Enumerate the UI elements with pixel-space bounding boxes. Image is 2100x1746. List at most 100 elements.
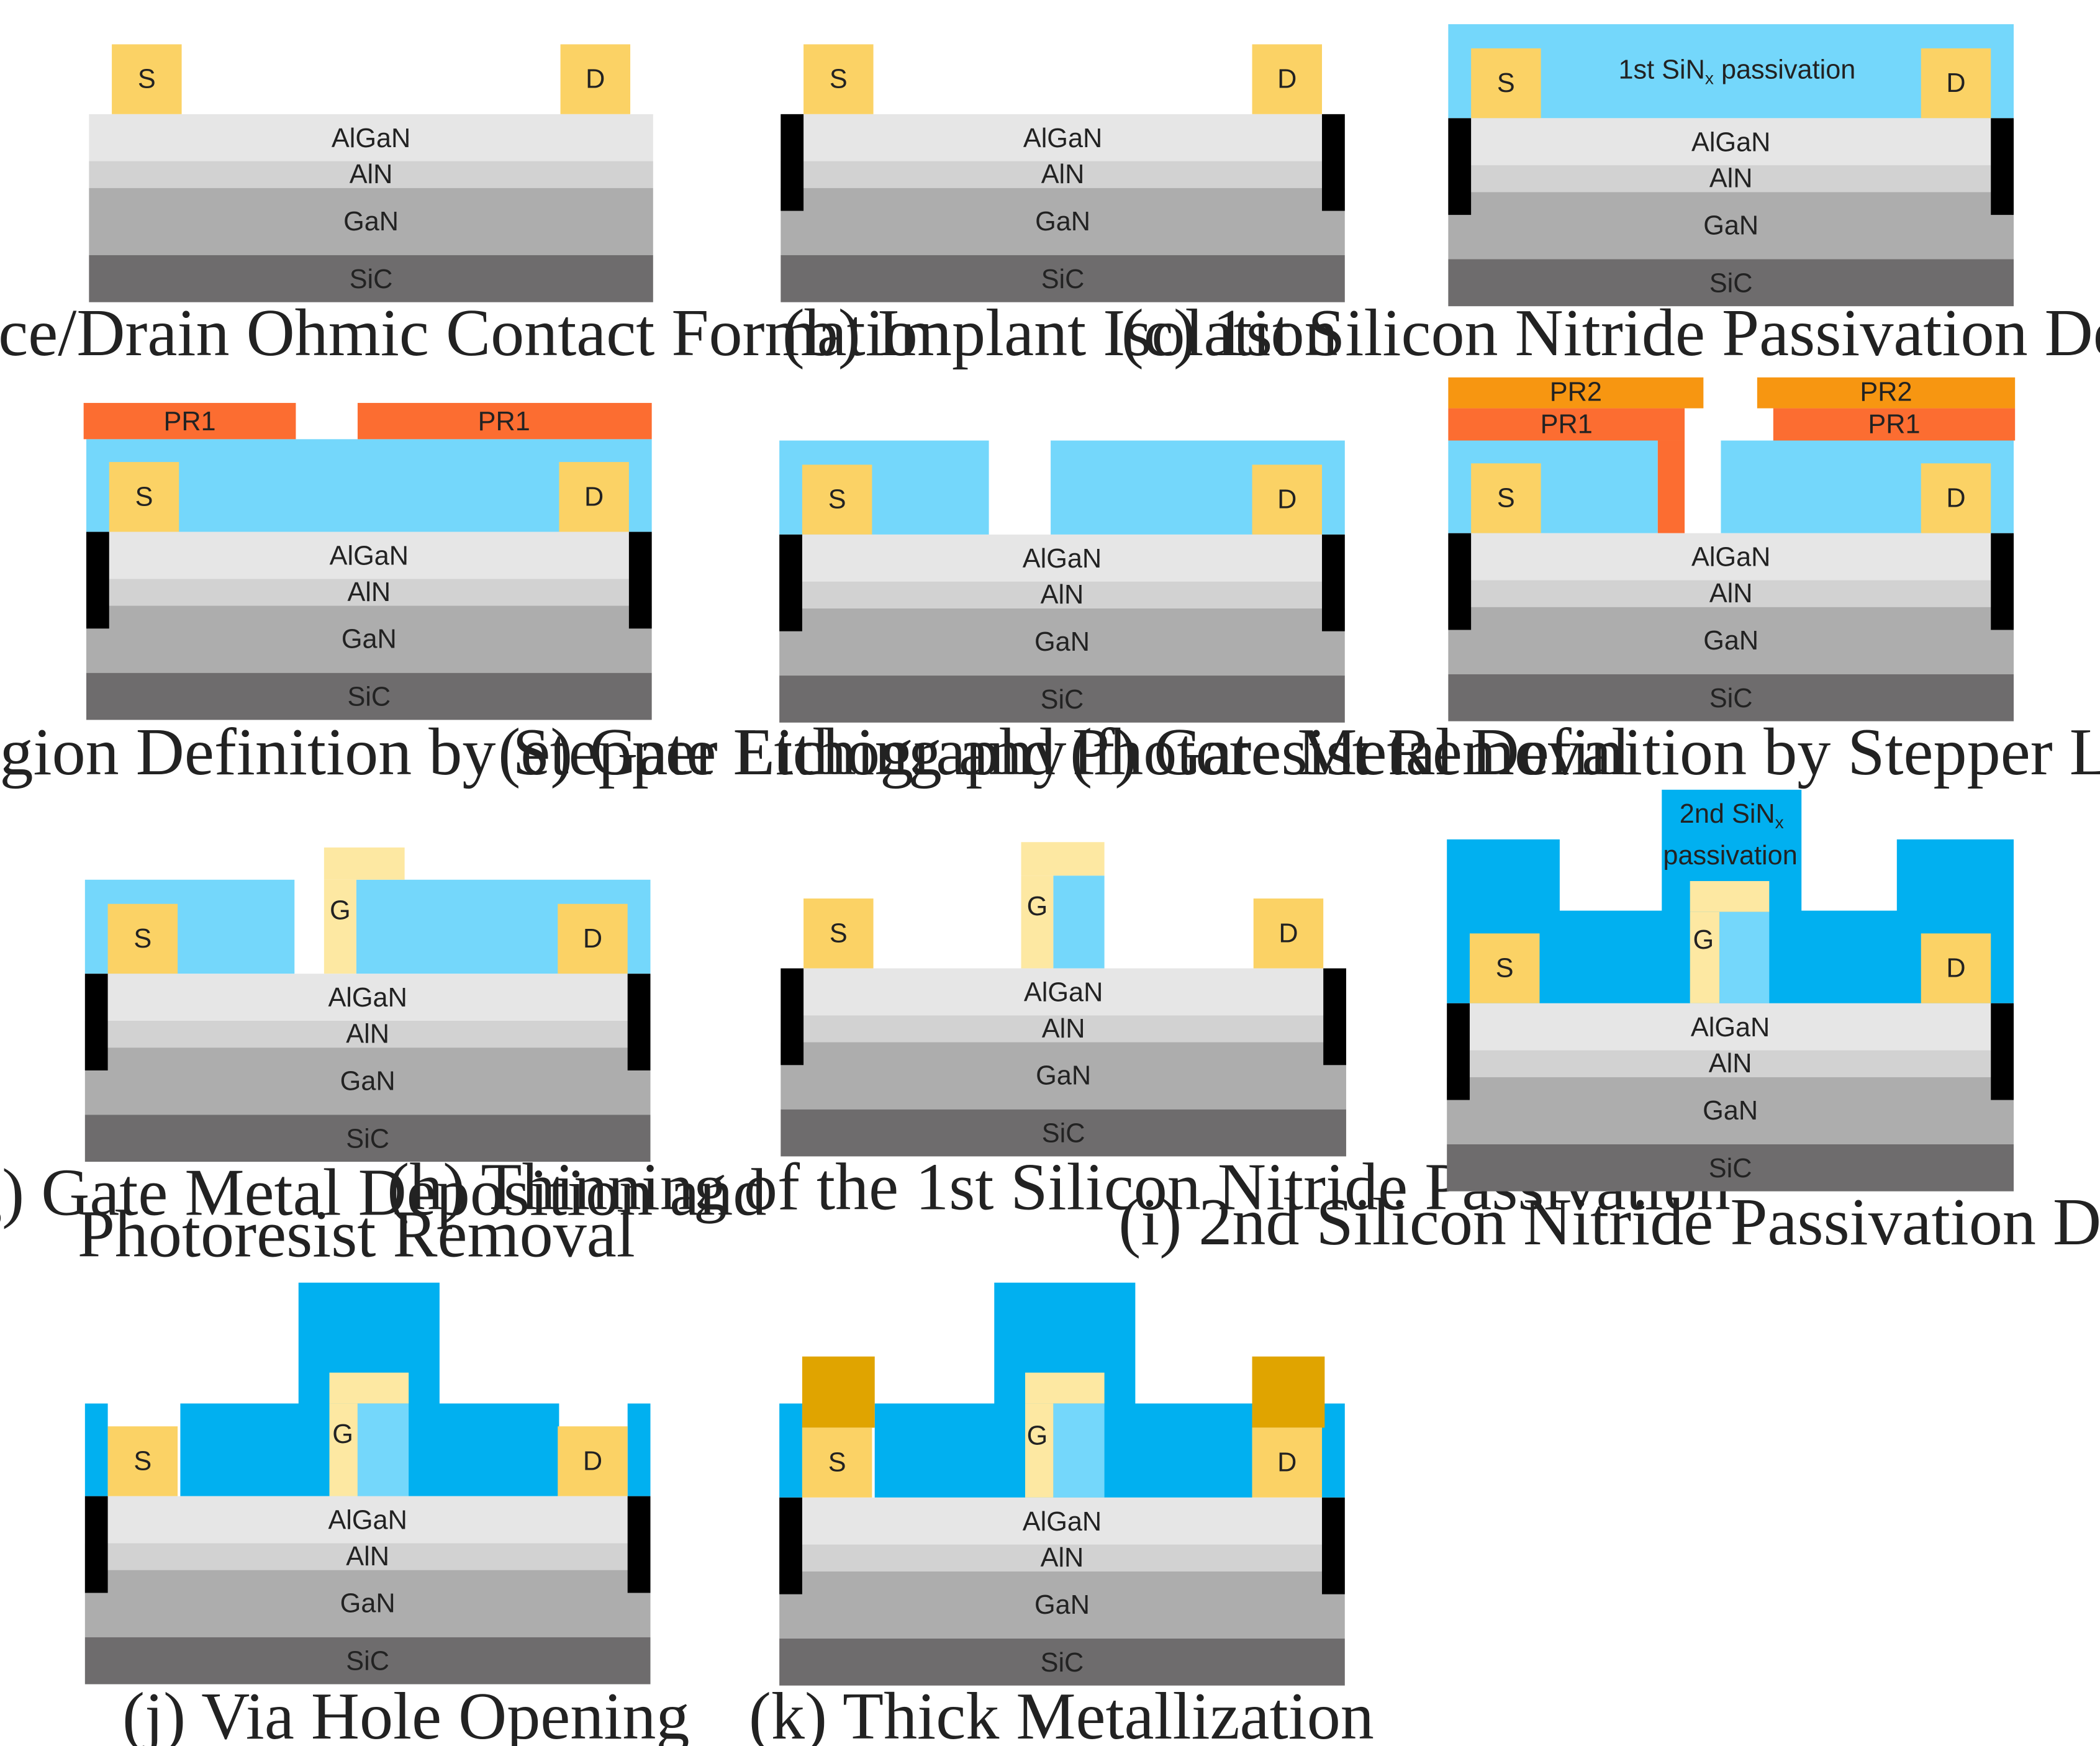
algan-label: AlGaN — [1023, 544, 1102, 574]
gan-label: GaN — [343, 207, 399, 237]
aln-label: AlN — [1041, 580, 1084, 610]
gan-layer — [86, 605, 652, 673]
algan-layer — [1448, 533, 2014, 581]
sinx-edge-right — [627, 1403, 651, 1496]
photoresist-pr2-left — [1448, 377, 1704, 409]
source-label: S — [830, 918, 848, 948]
drain-label: D — [1946, 68, 1965, 98]
sic-layer — [779, 676, 1345, 723]
pr1-label-right: PR1 — [478, 407, 530, 436]
photoresist-pr1-right — [357, 402, 652, 440]
drain-contact — [558, 1426, 628, 1496]
drain-contact — [559, 462, 629, 532]
aln-layer — [89, 161, 653, 188]
aln-label: AlN — [1709, 1049, 1752, 1079]
sic-label: SiC — [1709, 268, 1753, 298]
algan-layer — [1447, 1003, 2014, 1051]
passivation-label-2nd: 2nd SiNx — [1680, 799, 1784, 831]
isolation-implant-right — [1322, 114, 1345, 211]
aln-layer — [779, 1544, 1345, 1572]
gate-stem — [1025, 1403, 1054, 1498]
aln-label: AlN — [350, 160, 393, 189]
aln-label: AlN — [1042, 1014, 1085, 1044]
source-contact — [1471, 48, 1541, 119]
algan-layer — [781, 114, 1345, 161]
gan-label: GaN — [340, 1589, 396, 1619]
sic-layer — [86, 672, 652, 720]
algan-label: AlGaN — [332, 124, 410, 153]
sic-layer — [84, 1115, 651, 1162]
gan-label: GaN — [1036, 1061, 1091, 1091]
isolation-implant-left — [779, 534, 802, 631]
sic-label: SiC — [347, 682, 391, 712]
sinx-passivation-1st-remaining — [1053, 1403, 1105, 1498]
gate-head — [324, 847, 405, 880]
sic-layer — [779, 1638, 1345, 1686]
isolation-implant-right — [628, 531, 652, 629]
source-label: S — [134, 1446, 152, 1476]
algan-layer — [781, 968, 1346, 1016]
aln-label: AlN — [346, 1542, 389, 1572]
drain-label: D — [1946, 954, 1965, 984]
step-a-caption: (a) Source/Drain Ohmic Contact Formation — [0, 296, 951, 370]
aln-label: AlN — [1709, 579, 1753, 608]
drain-contact — [1921, 48, 1991, 119]
sic-label: SiC — [1041, 1648, 1084, 1678]
aln-layer — [86, 579, 652, 606]
aln-layer — [781, 1015, 1346, 1043]
passivation-label-2nd-line2: passivation — [1663, 841, 1797, 871]
isolation-implant-right — [627, 1496, 651, 1593]
drain-label: D — [1279, 918, 1298, 948]
gate-stem — [1021, 875, 1054, 969]
drain-contact — [1252, 1427, 1323, 1498]
algan-label: AlGaN — [328, 1506, 407, 1536]
source-contact — [803, 898, 874, 969]
sinx-passivation-1st-remaining — [1719, 911, 1770, 1003]
isolation-implant-left — [781, 114, 804, 211]
sinx-edge-right — [1322, 1403, 1345, 1498]
passivation-label-1st: 1st SiNx passivation — [1618, 55, 1855, 87]
gate-label: G — [1693, 925, 1714, 955]
gate-head — [1690, 880, 1770, 912]
isolation-implant-right — [1322, 1497, 1345, 1594]
gan-layer — [779, 608, 1345, 676]
drain-label: D — [583, 924, 602, 954]
source-contact — [112, 44, 182, 114]
gate-stem — [329, 1403, 358, 1496]
sic-label: SiC — [1041, 685, 1084, 715]
gate-head — [329, 1372, 409, 1404]
aln-label: AlN — [1709, 164, 1753, 194]
step-g-caption: Photoresist Removal — [78, 1197, 635, 1271]
sic-layer — [781, 255, 1345, 302]
algan-label: AlGaN — [330, 541, 409, 571]
gan-label: GaN — [1703, 1096, 1758, 1126]
drain-contact — [1252, 464, 1323, 535]
sic-label: SiC — [1709, 1154, 1752, 1183]
pr1-label-left: PR1 — [163, 407, 215, 436]
thick-metal-source — [802, 1356, 875, 1428]
algan-label: AlGaN — [328, 983, 407, 1013]
gate-stem — [1690, 911, 1720, 1003]
isolation-implant-left — [1448, 533, 1472, 630]
gan-label: GaN — [1703, 210, 1758, 240]
sic-layer — [1447, 1144, 2014, 1192]
algan-layer — [89, 114, 653, 161]
sic-layer — [84, 1637, 651, 1685]
gan-layer — [89, 188, 653, 255]
isolation-implant-right — [1323, 968, 1346, 1065]
sic-label: SiC — [1041, 265, 1085, 294]
sic-layer — [1448, 259, 2014, 307]
step-f-caption: (f) Gate Metal Definition by Stepper Lit… — [1070, 715, 2100, 789]
isolation-implant-left — [84, 974, 108, 1070]
aln-layer — [781, 161, 1345, 188]
drain-label: D — [586, 65, 605, 94]
pr2-label-right: PR2 — [1860, 378, 1912, 407]
pr1-label-right: PR1 — [1868, 410, 1920, 440]
